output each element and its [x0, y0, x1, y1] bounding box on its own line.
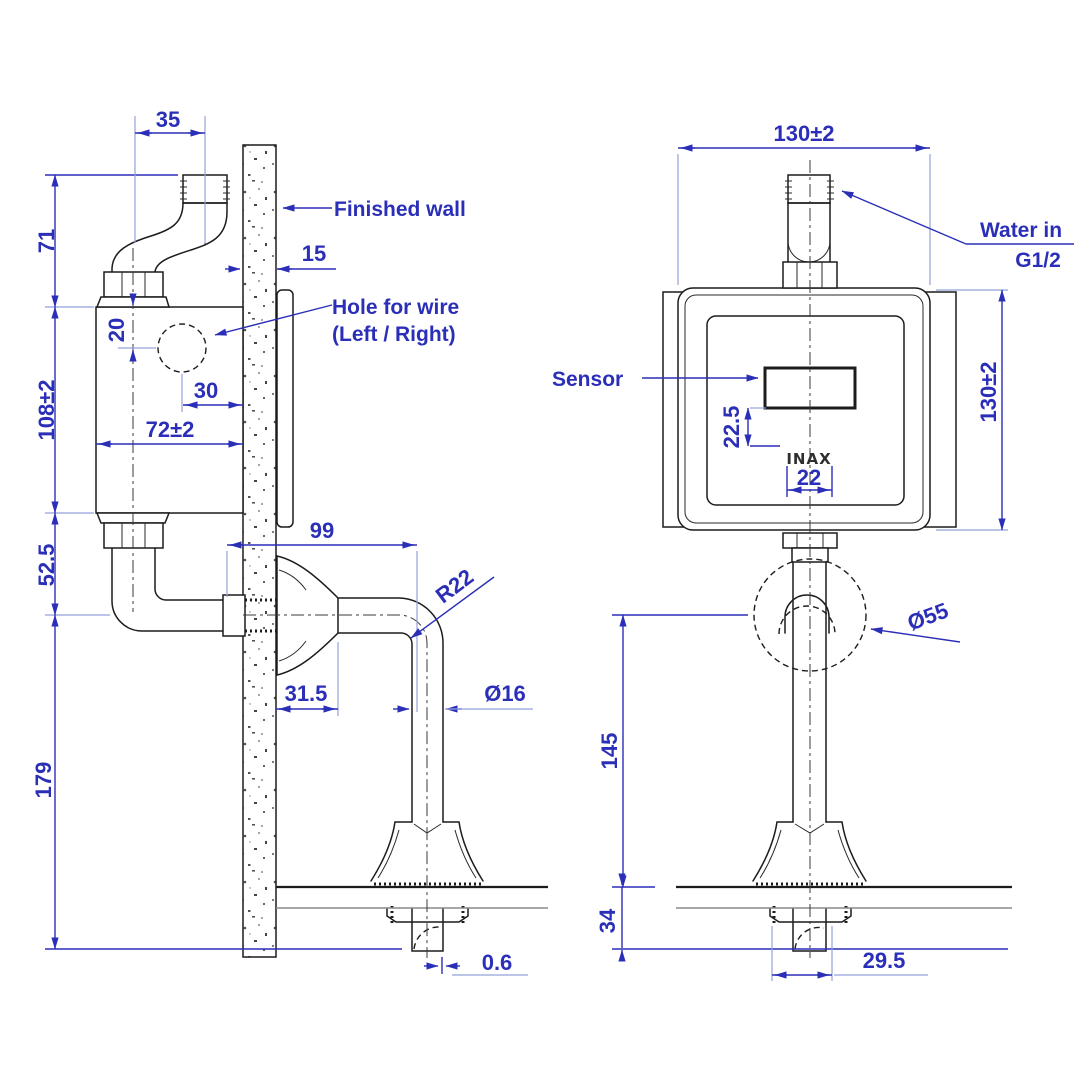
dim-22: 22 — [797, 465, 821, 490]
wall-section — [242, 144, 277, 958]
dim-72: 72±2 — [146, 417, 195, 442]
wall-plate-side — [276, 289, 294, 528]
dim-179: 179 — [31, 762, 56, 799]
dim-35: 35 — [156, 107, 180, 132]
dim-20: 20 — [104, 318, 129, 342]
label-water-in: Water in — [980, 219, 1062, 242]
brand-logo: INAX — [786, 450, 831, 468]
dim-30: 30 — [194, 378, 218, 403]
front-view: INAX — [662, 160, 1012, 958]
spout-side — [276, 555, 484, 952]
label-thread-size: G1/2 — [1015, 249, 1061, 272]
label-hole-for-wire-2: (Left / Right) — [332, 323, 456, 346]
label-finished-wall: Finished wall — [334, 198, 466, 221]
counter-front — [676, 885, 1012, 909]
dim-71: 71 — [34, 229, 59, 253]
dim-22-5: 22.5 — [719, 406, 744, 449]
side-view — [95, 144, 548, 958]
dim-dia16: Ø16 — [484, 681, 526, 706]
escutcheon-circle — [753, 558, 867, 672]
wire-hole — [157, 323, 207, 373]
dim-130-top: 130±2 — [773, 121, 834, 146]
dim-52-5: 52.5 — [34, 544, 59, 587]
counter-side — [276, 885, 548, 909]
front-dimensions: 130±2 Water in G1/2 Sensor 22.5 22 130±2… — [552, 121, 1074, 981]
dim-145: 145 — [597, 733, 622, 770]
dim-0-6: 0.6 — [482, 950, 513, 975]
dim-dia55: Ø55 — [904, 598, 952, 636]
dim-r22: R22 — [431, 564, 478, 608]
dim-29-5: 29.5 — [863, 948, 906, 973]
label-hole-for-wire: Hole for wire — [332, 296, 459, 319]
dim-34: 34 — [595, 908, 620, 933]
dim-15: 15 — [302, 241, 326, 266]
front-panel — [706, 315, 905, 506]
label-sensor: Sensor — [552, 368, 623, 391]
dim-31-5: 31.5 — [285, 681, 328, 706]
dim-99: 99 — [310, 518, 334, 543]
dim-130-right: 130±2 — [976, 361, 1001, 422]
valve-body-side — [95, 306, 244, 514]
inlet-pipe-side — [95, 174, 230, 308]
dim-108: 108±2 — [34, 379, 59, 440]
